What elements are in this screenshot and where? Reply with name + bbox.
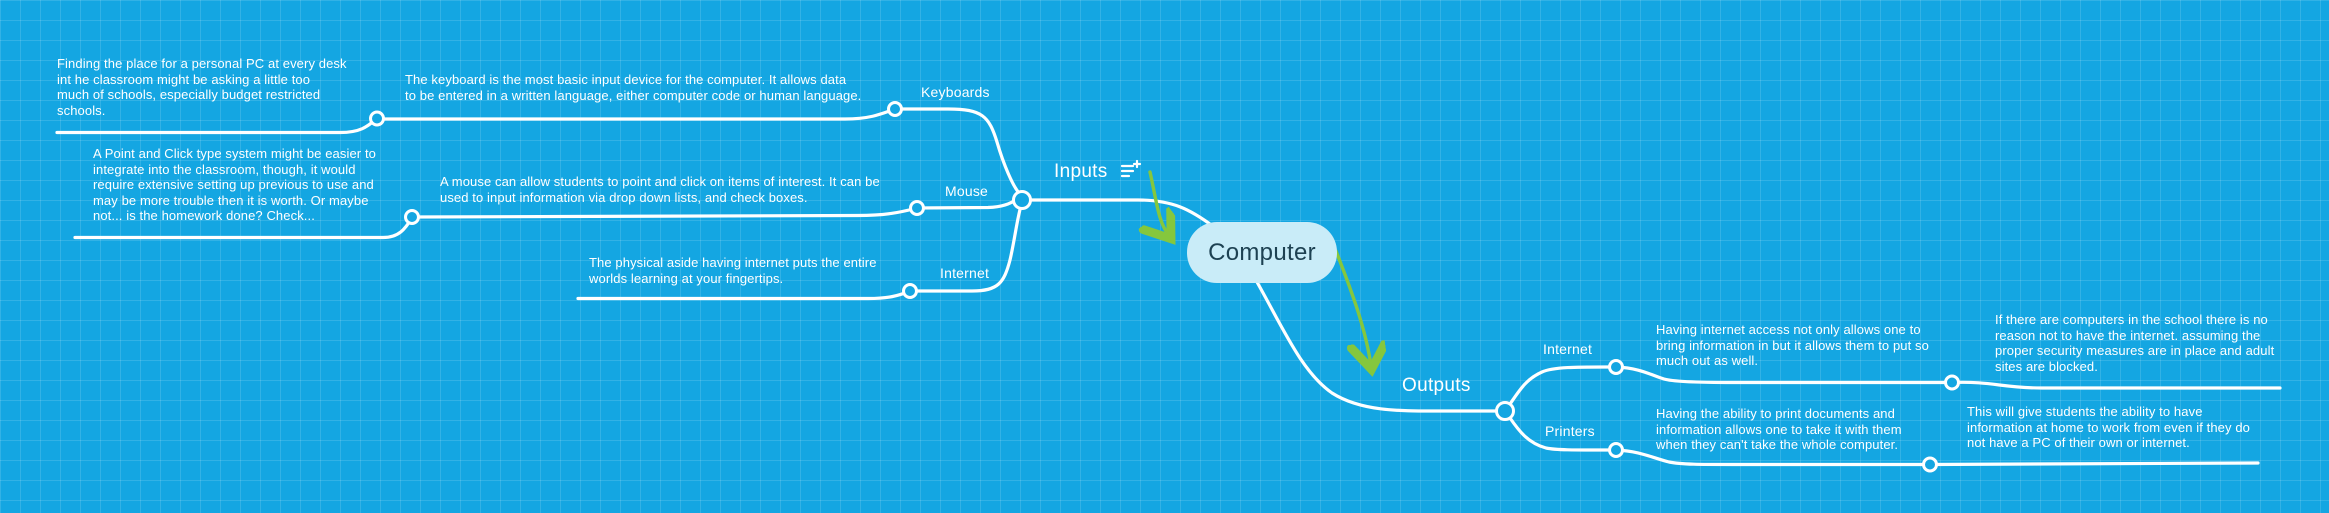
branch-label-mouse[interactable]: Mouse bbox=[945, 183, 989, 199]
note-this-will-give[interactable]: This will give students the ability to h… bbox=[1967, 404, 2250, 450]
note-having-internet[interactable]: Having internet access not only allows o… bbox=[1656, 322, 1929, 368]
keyboard-note-line bbox=[375, 107, 897, 121]
pointclick-connector-handle[interactable] bbox=[404, 209, 420, 225]
branch-label-keyboards[interactable]: Keyboards bbox=[921, 84, 990, 100]
note-keyboard[interactable]: The keyboard is the most basic input dev… bbox=[405, 72, 862, 103]
internet-out-branch-line bbox=[1508, 365, 1618, 406]
computer-node[interactable]: Computer bbox=[1187, 222, 1337, 283]
printers-branch-line bbox=[1508, 416, 1618, 452]
internet-in-note-line bbox=[576, 289, 912, 301]
note-print-ability[interactable]: Having the ability to print documents an… bbox=[1656, 406, 1902, 452]
printers-note-line bbox=[1614, 448, 1932, 467]
internet-in-note-connector-handle[interactable] bbox=[902, 283, 918, 299]
printers-note-connector-handle[interactable] bbox=[1608, 442, 1624, 458]
internet-out-note-connector-handle[interactable] bbox=[1608, 359, 1624, 375]
note-if-there-are-computers[interactable]: If there are computers in the school the… bbox=[1995, 312, 2275, 374]
branch-label-internet-output[interactable]: Internet bbox=[1543, 341, 1593, 357]
hint-arrow-inputs bbox=[1150, 170, 1169, 236]
note-internet-input[interactable]: The physical aside having internet puts … bbox=[589, 255, 877, 286]
ifthere-note-line bbox=[1950, 380, 2282, 390]
note-point-and-click[interactable]: A Point and Click type system might be e… bbox=[93, 146, 376, 223]
ifthere-connector-handle[interactable] bbox=[1944, 374, 1960, 391]
inputs-label[interactable]: Inputs bbox=[1054, 161, 1108, 182]
computer-node-label: Computer bbox=[1208, 238, 1316, 266]
mouse-note-connector-handle[interactable] bbox=[909, 200, 925, 216]
note-finding-place[interactable]: Finding the place for a personal PC at e… bbox=[57, 56, 347, 118]
inputs-main-line bbox=[1024, 198, 1216, 229]
branch-label-printers[interactable]: Printers bbox=[1545, 423, 1595, 439]
outputs-junction-handle[interactable] bbox=[1495, 401, 1515, 421]
keyboards-branch-line bbox=[893, 107, 1021, 195]
inputs-junction-handle[interactable] bbox=[1012, 190, 1032, 210]
add-item-icon[interactable] bbox=[1120, 159, 1142, 178]
outputs-label[interactable]: Outputs bbox=[1402, 375, 1471, 396]
keyboard-note-connector-handle[interactable] bbox=[887, 101, 903, 117]
finding-note-line bbox=[55, 116, 379, 135]
branch-label-internet-input[interactable]: Internet bbox=[940, 265, 990, 281]
finding-connector-handle[interactable] bbox=[369, 110, 385, 127]
thiswill-connector-handle[interactable] bbox=[1922, 456, 1938, 473]
outputs-main-line bbox=[1255, 280, 1500, 413]
thiswill-note-line bbox=[1928, 461, 2260, 467]
mouse-note-line bbox=[410, 206, 919, 219]
note-mouse[interactable]: A mouse can allow students to point and … bbox=[440, 174, 880, 205]
internet-in-branch-line bbox=[908, 201, 1024, 293]
hint-arrow-outputs bbox=[1334, 249, 1371, 366]
internet-out-note-line bbox=[1614, 365, 1954, 385]
